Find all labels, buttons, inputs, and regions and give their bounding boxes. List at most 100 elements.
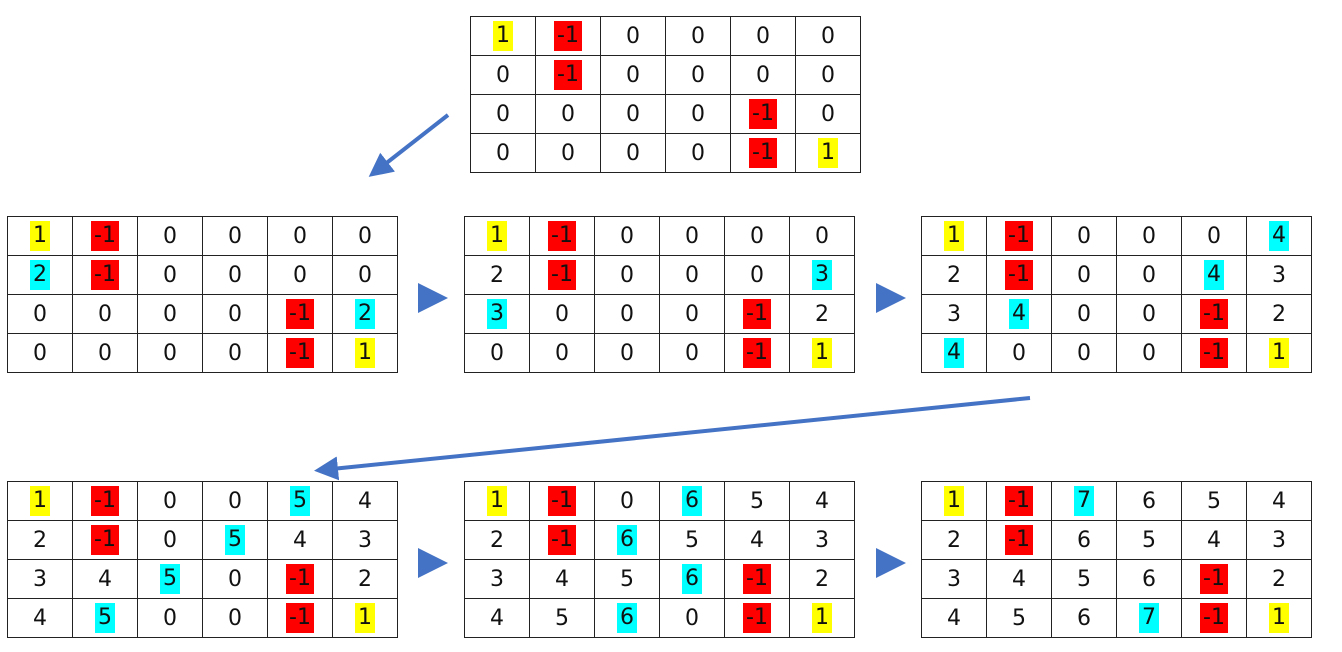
grid-cell: 0 [600,55,666,95]
cell-value: 4 [1272,488,1286,514]
grid-cell: 4 [921,598,987,638]
grid-cell: 0 [137,598,203,638]
cell-value: 3 [487,299,507,329]
grid-cell: 5 [202,520,268,560]
cell-value: 6 [617,525,637,555]
cell-value: 0 [750,262,764,288]
grid-cell: 5 [659,520,725,560]
cell-value: -1 [1200,299,1228,329]
grid-cell: 0 [464,333,530,373]
cell-value: 4 [1009,299,1029,329]
grid-cell: 0 [1051,294,1117,334]
cell-value: 6 [1077,527,1091,553]
grid-cell: -1 [72,216,138,256]
cell-value: 0 [163,605,177,631]
grid-cell: 0 [332,255,398,295]
grid-cell: 0 [789,216,855,256]
cell-value: 0 [1142,223,1156,249]
cell-value: 5 [160,564,180,594]
cell-value: 2 [490,527,504,553]
grid-cell: 3 [921,294,987,334]
grid-cell: 0 [665,16,731,56]
grid-cell: -1 [724,294,790,334]
cell-value: -1 [548,260,576,290]
cell-value: -1 [286,338,314,368]
cell-value: 3 [1272,527,1286,553]
grid-cell: 1 [1246,333,1312,373]
cell-value: 1 [944,221,964,251]
cell-value: -1 [548,486,576,516]
grid-cell: 0 [202,216,268,256]
cell-value: 3 [33,566,47,592]
cell-value: 0 [626,101,640,127]
grid-cell: 5 [529,598,595,638]
cell-value: 0 [626,140,640,166]
cell-value: 4 [490,605,504,631]
cell-value: 4 [555,566,569,592]
grid-cell: 1 [1246,598,1312,638]
grid-cell: 3 [332,520,398,560]
grid-cell: 1 [332,598,398,638]
cell-value: -1 [91,221,119,251]
grid-cell: 5 [72,598,138,638]
cell-value: 0 [228,301,242,327]
cell-value: 0 [620,223,634,249]
grid-cell: 0 [137,333,203,373]
cell-value: 7 [1074,486,1094,516]
grid-cell: 0 [986,333,1052,373]
cell-value: 3 [812,260,832,290]
cell-value: 3 [947,566,961,592]
grid-cell: 5 [724,481,790,521]
grid-cell: -1 [267,598,333,638]
grid-cell: -1 [72,520,138,560]
cell-value: 0 [620,488,634,514]
grid-cell: -1 [267,333,333,373]
cell-value: 0 [98,301,112,327]
cell-value: 0 [620,340,634,366]
cell-value: 4 [1012,566,1026,592]
grid-cell: 0 [529,333,595,373]
cell-value: 4 [1204,260,1224,290]
cell-value: 0 [1142,340,1156,366]
cell-value: -1 [1005,486,1033,516]
cell-value: 3 [947,301,961,327]
grid-cell: 0 [659,598,725,638]
arrow-down-left-2 [314,396,1031,481]
cell-value: 1 [487,486,507,516]
grid-cell: -1 [1181,294,1247,334]
cell-value: -1 [743,603,771,633]
grid-cell: 2 [1246,294,1312,334]
cell-value: 0 [163,340,177,366]
grid-cell: 6 [659,481,725,521]
cell-value: 0 [691,62,705,88]
grid-cell: 1 [470,16,536,56]
grid-cell: 0 [659,216,725,256]
cell-value: -1 [743,299,771,329]
grid-cell: 2 [921,255,987,295]
cell-value: 4 [750,527,764,553]
cell-value: 1 [355,603,375,633]
cell-value: 2 [947,262,961,288]
cell-value: 0 [821,62,835,88]
cell-value: 0 [163,262,177,288]
grid-cell: 0 [665,55,731,95]
cell-value: -1 [1200,338,1228,368]
grid-cell: 0 [202,559,268,599]
grid-cell: -1 [1181,598,1247,638]
grid-cell: -1 [267,559,333,599]
cell-value: 5 [1012,605,1026,631]
